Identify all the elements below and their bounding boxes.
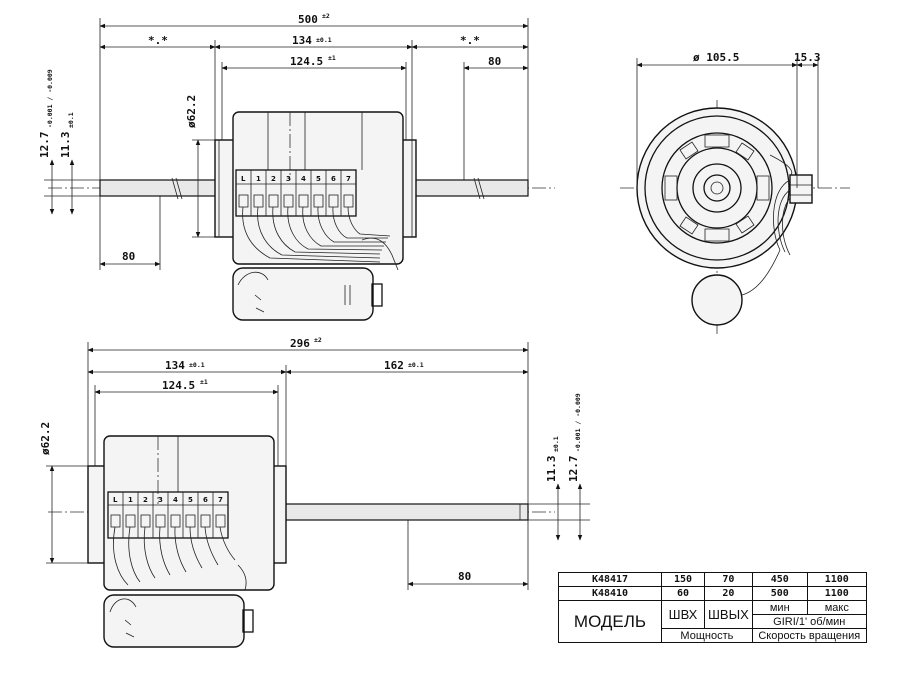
table-row: МОДЕЛЬ ШВХ ШВЫХ мин макс — [558, 600, 867, 643]
top-diameter: ø62.2 — [185, 95, 198, 128]
top-terminal-label: 3 — [286, 175, 291, 183]
bottom-flat-height: 11.3 — [545, 456, 558, 483]
side-view-dimensions: ø 105.5 15.3 — [636, 51, 821, 188]
speed-label: Скорость вращения — [751, 628, 867, 643]
bottom-shaft-diameter-tol: -0.001 / -0.009 — [574, 393, 582, 452]
power-label: Мощность — [661, 628, 753, 643]
top-shaft-diameter-tol: -0.001 / -0.009 — [46, 69, 54, 128]
top-terminal-label: 2 — [271, 175, 276, 183]
top-terminal-label: 7 — [346, 175, 351, 183]
bottom-view-dimensions: 296 ±2 134 ±0.1 162 ±0.1 124.5 ±1 80 ø62… — [39, 336, 590, 590]
top-mount-length-tol: ±1 — [328, 54, 336, 62]
bottom-body-length: 134 — [165, 359, 185, 372]
top-view-dimensions: 500 ±2 *.* 134 ±0.1 *.* 124.5 ±1 80 80 ø… — [38, 12, 529, 270]
bottom-terminal-label: 1 — [128, 496, 133, 504]
bottom-terminal-label: 5 — [188, 496, 193, 504]
model-cell: K48417 — [558, 572, 662, 587]
model-cell: K48410 — [558, 586, 662, 601]
rpm-max-cell: 1100 — [806, 586, 867, 601]
table-row: GIRI/1' об/мин — [559, 614, 867, 629]
bottom-view — [48, 435, 555, 648]
bottom-shaft-length-tol: ±0.1 — [408, 361, 424, 369]
rpm-min-cell: 450 — [751, 572, 808, 587]
table-row: Мощность Скорость вращения — [559, 628, 867, 643]
top-shaft-diameter: 12.7 — [38, 132, 51, 159]
bottom-body-length-tol: ±0.1 — [189, 361, 205, 369]
bottom-overall-length-tol: ±2 — [314, 336, 322, 344]
model-header: МОДЕЛЬ — [558, 600, 662, 643]
table-row: K48410 60 20 500 1100 — [558, 586, 867, 601]
w-out-cell: 20 — [704, 586, 753, 601]
w-out-cell: 70 — [704, 572, 753, 587]
w-out-header: ШВЫХ — [704, 600, 753, 629]
top-terminal-label: 1 — [256, 175, 261, 183]
bottom-shaft-diameter: 12.7 — [567, 456, 580, 483]
top-mount-length: 124.5 — [290, 55, 323, 68]
top-flat-length-left: 80 — [122, 250, 135, 263]
top-right-shaft: *.* — [460, 34, 480, 47]
bottom-terminal-label: 2 — [143, 496, 148, 504]
top-view — [48, 111, 555, 321]
bottom-diameter: ø62.2 — [39, 422, 52, 455]
unit-header: GIRI/1' об/мин — [751, 614, 867, 629]
bottom-mount-length: 124.5 — [162, 379, 195, 392]
bottom-flat-length: 80 — [458, 570, 471, 583]
bottom-terminal-label: 7 — [218, 496, 223, 504]
min-header: мин — [751, 600, 808, 615]
bottom-terminal-labels: L 1 2 3 4 5 6 7 — [113, 496, 223, 504]
bottom-mount-length-tol: ±1 — [200, 378, 208, 386]
max-header: макс — [806, 600, 867, 615]
side-view — [620, 100, 850, 335]
top-flat-length-right: 80 — [488, 55, 501, 68]
top-terminal-label: 6 — [331, 175, 336, 183]
top-terminal-label: L — [241, 175, 246, 183]
bottom-terminal-label: 3 — [158, 496, 163, 504]
side-diameter: ø 105.5 — [693, 51, 739, 64]
bottom-terminal-label: L — [113, 496, 118, 504]
bottom-terminal-label: 4 — [173, 496, 178, 504]
bottom-flat-height-tol: ±0.1 — [552, 436, 560, 452]
bottom-terminal-label: 6 — [203, 496, 208, 504]
top-body-length: 134 — [292, 34, 312, 47]
top-overall-length-tol: ±2 — [322, 12, 330, 20]
top-terminal-label: 4 — [301, 175, 306, 183]
top-body-length-tol: ±0.1 — [316, 36, 332, 44]
side-offset: 15.3 — [794, 51, 821, 64]
bottom-shaft-length: 162 — [384, 359, 404, 372]
top-terminal-label: 5 — [316, 175, 321, 183]
w-in-cell: 150 — [661, 572, 705, 587]
spec-table: K48417 150 70 450 1100 K48410 60 20 500 … — [558, 572, 867, 643]
top-terminal-labels: L 1 2 3 4 5 6 7 — [241, 175, 351, 183]
top-flat-height: 11.3 — [59, 132, 72, 159]
bottom-overall-length: 296 — [290, 337, 310, 350]
top-left-shaft: *.* — [148, 34, 168, 47]
top-flat-height-tol: ±0.1 — [67, 112, 75, 128]
rpm-min-cell: 500 — [751, 586, 808, 601]
top-overall-length: 500 — [298, 13, 318, 26]
w-in-cell: 60 — [661, 586, 705, 601]
rpm-max-cell: 1100 — [806, 572, 867, 587]
table-row: K48417 150 70 450 1100 — [558, 572, 867, 587]
w-in-header: ШВХ — [661, 600, 705, 629]
